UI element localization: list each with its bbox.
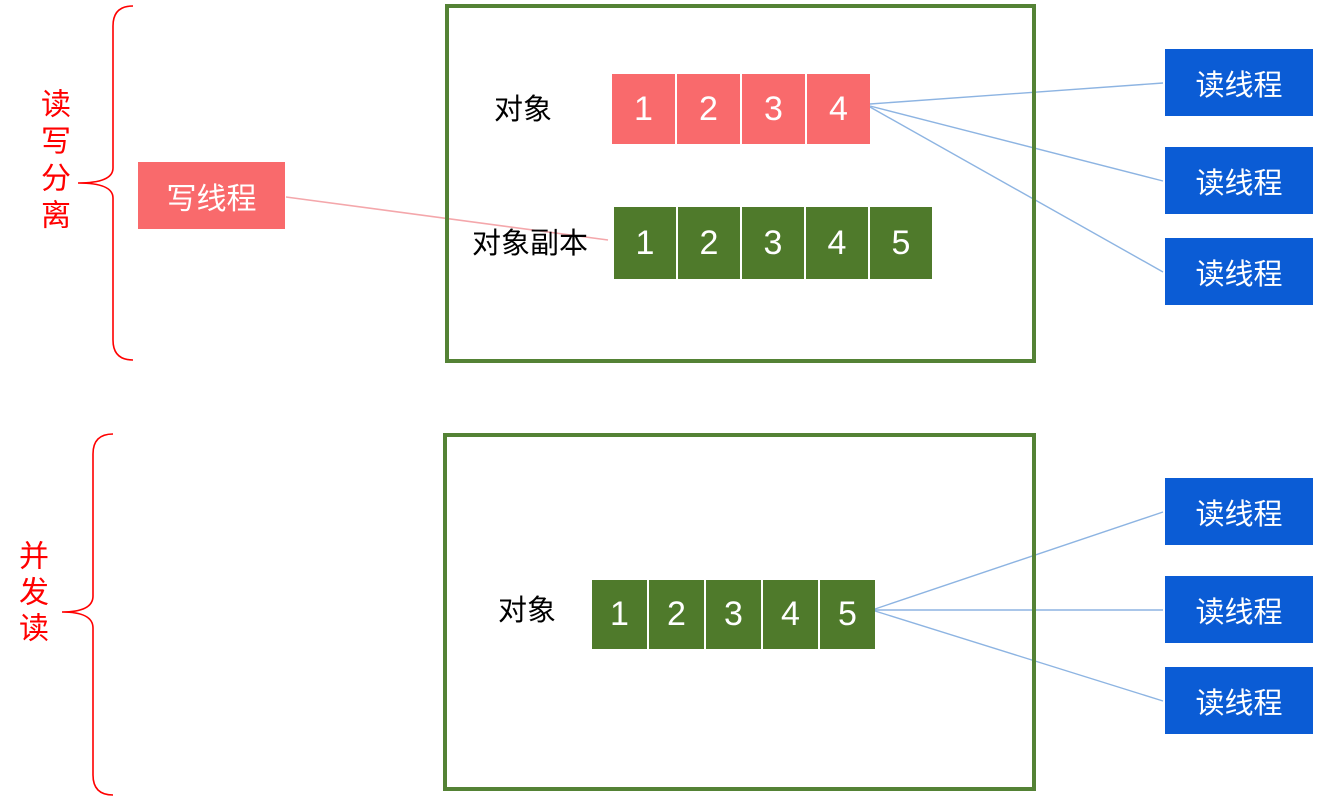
array-cell: 4: [806, 207, 868, 279]
array-cell: 3: [742, 207, 804, 279]
array-cell: 5: [870, 207, 932, 279]
array-cell: 1: [612, 74, 675, 144]
bottom-brace: [61, 433, 114, 796]
object-copy-label: 对象副本: [472, 228, 589, 260]
read-write-separation-label: 读写分离: [36, 88, 69, 236]
array-cell: 4: [763, 580, 818, 649]
array-cell: 1: [614, 207, 676, 279]
top-container: 对象 1 2 3 4 对象副本 1 2 3 4 5: [445, 4, 1036, 363]
reader-thread-box: 读线程: [1165, 667, 1313, 734]
reader-thread-box: 读线程: [1165, 238, 1313, 305]
top-brace: [77, 5, 134, 361]
array-cell: 2: [649, 580, 704, 649]
object-label-top: 对象: [494, 94, 553, 126]
array-cell: 1: [592, 580, 647, 649]
object-array-bottom: 1 2 3 4 5: [592, 580, 875, 649]
array-cell: 2: [677, 74, 740, 144]
array-cell: 2: [678, 207, 740, 279]
object-label-bottom: 对象: [498, 595, 557, 627]
reader-thread-box: 读线程: [1165, 576, 1313, 643]
array-cell: 3: [706, 580, 761, 649]
bottom-container: 对象 1 2 3 4 5: [443, 433, 1036, 791]
reader-thread-box: 读线程: [1165, 147, 1313, 214]
reader-thread-box: 读线程: [1165, 478, 1313, 545]
object-array-top: 1 2 3 4: [612, 74, 870, 144]
write-thread-box: 写线程: [138, 162, 285, 229]
concurrent-read-label: 并发读: [14, 540, 47, 648]
array-cell: 3: [742, 74, 805, 144]
reader-thread-box: 读线程: [1165, 49, 1313, 116]
array-cell: 5: [820, 580, 875, 649]
object-copy-array: 1 2 3 4 5: [614, 207, 932, 279]
array-cell: 4: [807, 74, 870, 144]
